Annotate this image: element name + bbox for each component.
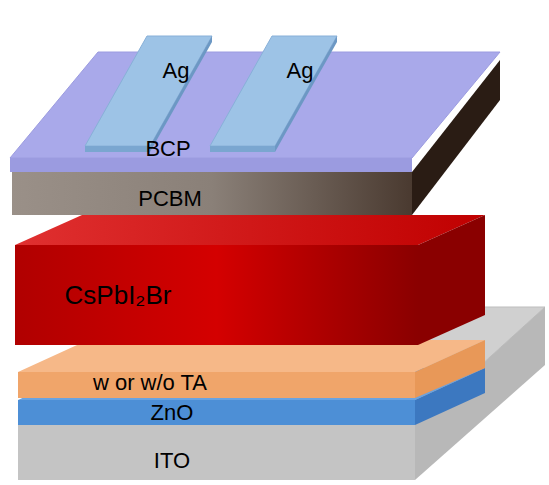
electrode-label-box: Ag — [161, 59, 192, 83]
perovskite-front — [15, 245, 418, 345]
layer-label: Ag — [161, 59, 192, 83]
ag-electrode — [210, 36, 337, 146]
layer-label: ZnO — [149, 401, 196, 425]
bcp-front — [10, 158, 412, 172]
ag-electrode-edge — [85, 146, 150, 152]
ta-side — [415, 340, 485, 398]
layer-box: ZnO — [149, 401, 196, 425]
pcbm-front — [12, 172, 412, 215]
layer-label: Ag — [285, 59, 316, 83]
ag-electrode-edge — [210, 146, 275, 152]
layer-box: CsPbI₂Br — [63, 281, 174, 310]
layer-box: BCP — [143, 137, 193, 161]
zno-top — [18, 368, 485, 400]
layer-box: PCBM — [136, 187, 204, 211]
perovskite-side — [418, 215, 485, 345]
ta-front — [18, 372, 415, 398]
ag-electrode — [85, 36, 212, 146]
layer-label: CsPbI₂Br — [63, 281, 174, 310]
perovskite-top — [15, 215, 485, 245]
layer-box: ITO — [152, 449, 193, 473]
layer-label: PCBM — [136, 187, 204, 211]
layer-box: w or w/o TA — [91, 371, 210, 395]
layer-label: w or w/o TA — [91, 371, 210, 395]
electrode-label-box: Ag — [285, 59, 316, 83]
ag-electrode-side — [150, 36, 212, 152]
layer-label: ITO — [152, 449, 193, 473]
layer-label: BCP — [143, 137, 193, 161]
ito-front — [18, 425, 415, 480]
ag-electrode-side — [275, 36, 337, 152]
zno-front — [18, 400, 415, 425]
